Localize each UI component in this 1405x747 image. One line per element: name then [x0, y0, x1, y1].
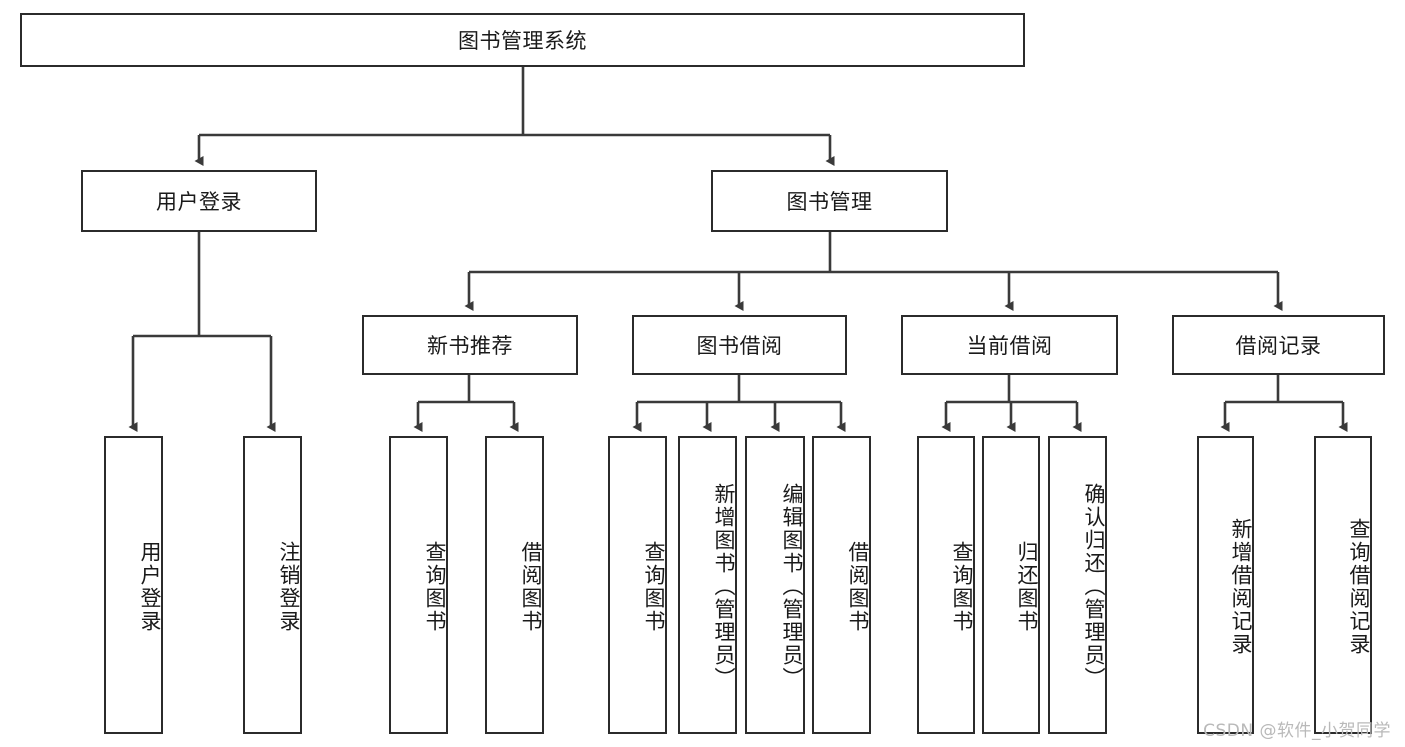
leaf-add-book-admin[interactable]: 新增图书（管理员）: [678, 436, 737, 734]
connector-group-book-borrow: [632, 375, 846, 432]
node-label: 借阅图书: [519, 541, 543, 633]
node-label: 查询借阅记录: [1347, 518, 1371, 656]
node-label: 新增图书（管理员）: [712, 482, 736, 690]
leaf-user-login[interactable]: 用户登录: [104, 436, 163, 734]
node-label: 注销登录: [277, 541, 301, 633]
node-label: 确认归还（管理员）: [1082, 482, 1106, 690]
connector-group-new-book: [413, 375, 519, 432]
node-label: 借阅图书: [846, 541, 870, 633]
node-user-login[interactable]: 用户登录: [81, 170, 317, 232]
leaf-query-book-recommend[interactable]: 查询图书: [389, 436, 448, 734]
node-label: 新增借阅记录: [1229, 518, 1253, 656]
leaf-return-book[interactable]: 归还图书: [982, 436, 1040, 734]
leaf-add-borrow-record[interactable]: 新增借阅记录: [1197, 436, 1254, 734]
node-label: 借阅记录: [1235, 334, 1322, 358]
connector-group-root: [194, 67, 835, 166]
node-label: 当前借阅: [966, 334, 1053, 358]
node-label: 图书借阅: [696, 334, 783, 358]
node-label: 图书管理: [786, 190, 873, 214]
node-label: 查询图书: [950, 541, 974, 633]
node-label: 用户登录: [156, 190, 242, 214]
leaf-edit-book-admin[interactable]: 编辑图书（管理员）: [745, 436, 805, 734]
node-borrow-record[interactable]: 借阅记录: [1172, 315, 1385, 375]
node-label: 编辑图书（管理员）: [780, 482, 804, 690]
node-label: 用户登录: [138, 541, 162, 633]
leaf-borrow-book-recommend[interactable]: 借阅图书: [485, 436, 544, 734]
leaf-query-book-current[interactable]: 查询图书: [917, 436, 975, 734]
leaf-confirm-return-admin[interactable]: 确认归还（管理员）: [1048, 436, 1107, 734]
node-root-system[interactable]: 图书管理系统: [20, 13, 1025, 67]
node-label: 查询图书: [642, 541, 666, 633]
connector-group-current-borrow: [941, 375, 1082, 432]
connector-group-book-manage: [464, 232, 1283, 311]
node-label: 查询图书: [423, 541, 447, 633]
leaf-logout[interactable]: 注销登录: [243, 436, 302, 734]
node-book-management[interactable]: 图书管理: [711, 170, 948, 232]
node-label: 归还图书: [1015, 541, 1039, 633]
leaf-query-borrow-record[interactable]: 查询借阅记录: [1314, 436, 1372, 734]
node-new-book-recommend[interactable]: 新书推荐: [362, 315, 578, 375]
connector-group-user-login: [128, 232, 276, 432]
node-label: 新书推荐: [427, 334, 513, 358]
connector-group-borrow-record: [1220, 375, 1348, 432]
node-current-borrow[interactable]: 当前借阅: [901, 315, 1118, 375]
node-label: 图书管理系统: [458, 29, 587, 53]
node-book-borrow[interactable]: 图书借阅: [632, 315, 847, 375]
leaf-query-book-borrow[interactable]: 查询图书: [608, 436, 667, 734]
leaf-borrow-book[interactable]: 借阅图书: [812, 436, 871, 734]
